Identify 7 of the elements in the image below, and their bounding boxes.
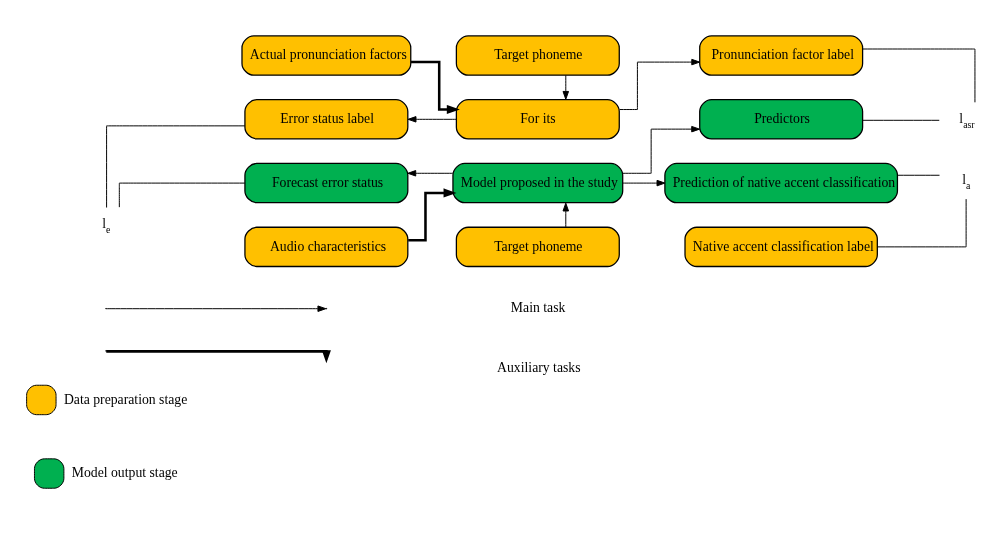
legend-label: Model output stage — [71, 464, 178, 480]
node-text: l$_{asr}$ — [959, 110, 975, 130]
legend-label: Main task — [510, 299, 566, 315]
node-text: l$_{e}$ — [102, 215, 111, 235]
legend-label: Data preparation stage — [63, 391, 188, 407]
node-text: l$_{a}$ — [962, 171, 971, 191]
legend-label: Auxiliary tasks — [497, 359, 581, 375]
